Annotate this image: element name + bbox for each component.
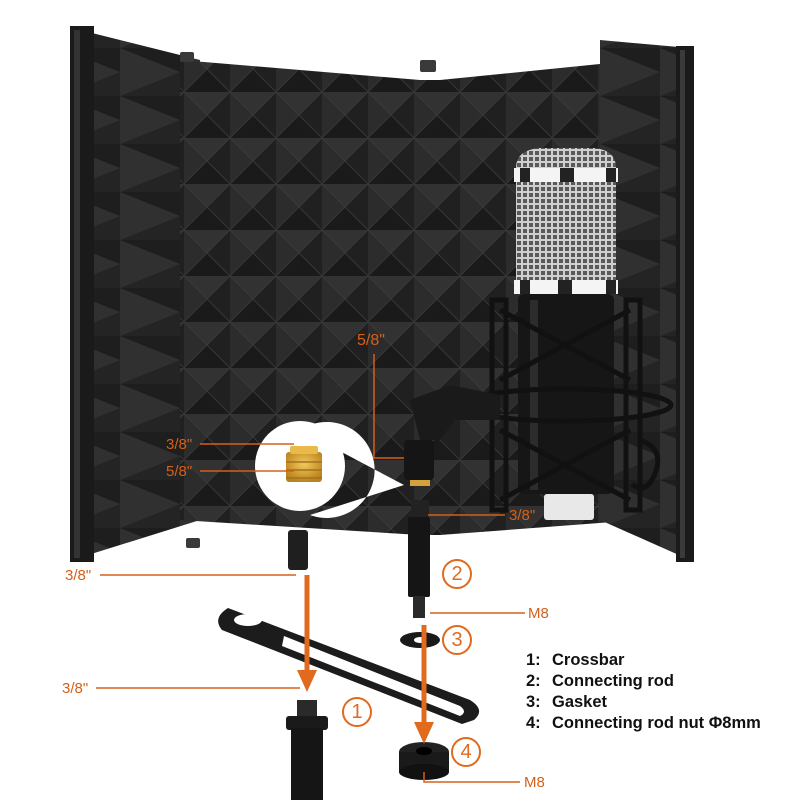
part-number-3: 3 — [442, 625, 472, 655]
callout-adapter-bottom: 5/8" — [166, 463, 193, 480]
hinge-screw — [420, 60, 436, 72]
legend-item: 3:Gasket — [526, 693, 608, 711]
shield-right-panel — [600, 40, 694, 562]
callout-stand-thread: 3/8" — [62, 680, 89, 697]
part-number-4: 4 — [451, 737, 481, 767]
assembly-arrows — [297, 575, 434, 744]
legend-item: 4:Connecting rod nut Φ8mm — [526, 714, 761, 732]
connecting-rod — [408, 500, 430, 618]
part-number-2: 2 — [442, 559, 472, 589]
connecting-rod-nut — [399, 742, 449, 780]
condenser-microphone — [514, 148, 618, 520]
callout-shield-mount: 3/8" — [65, 567, 92, 584]
hinge-screw — [186, 538, 200, 548]
callout-adapter-top: 3/8" — [166, 436, 193, 453]
callout-rod-top: 3/8" — [509, 507, 536, 524]
mount-clamp — [404, 385, 500, 486]
crossbar — [218, 608, 480, 724]
legend-item: 2:Connecting rod — [526, 672, 674, 690]
callout-mic-thread: 5/8" — [357, 332, 385, 349]
shield-left-panel — [70, 26, 200, 562]
hinge-screw — [180, 52, 194, 62]
shield-mount-post — [288, 530, 308, 570]
callout-rod-bottom: M8 — [528, 605, 549, 622]
callout-nut-thread: M8 — [524, 774, 545, 791]
callout-leaders — [96, 354, 525, 783]
part-number-1: 1 — [342, 697, 372, 727]
parts-legend: 1:Crossbar 2:Connecting rod 3:Gasket 4:C… — [526, 650, 761, 734]
legend-item: 1:Crossbar — [526, 651, 625, 669]
stand-pole — [286, 700, 328, 800]
